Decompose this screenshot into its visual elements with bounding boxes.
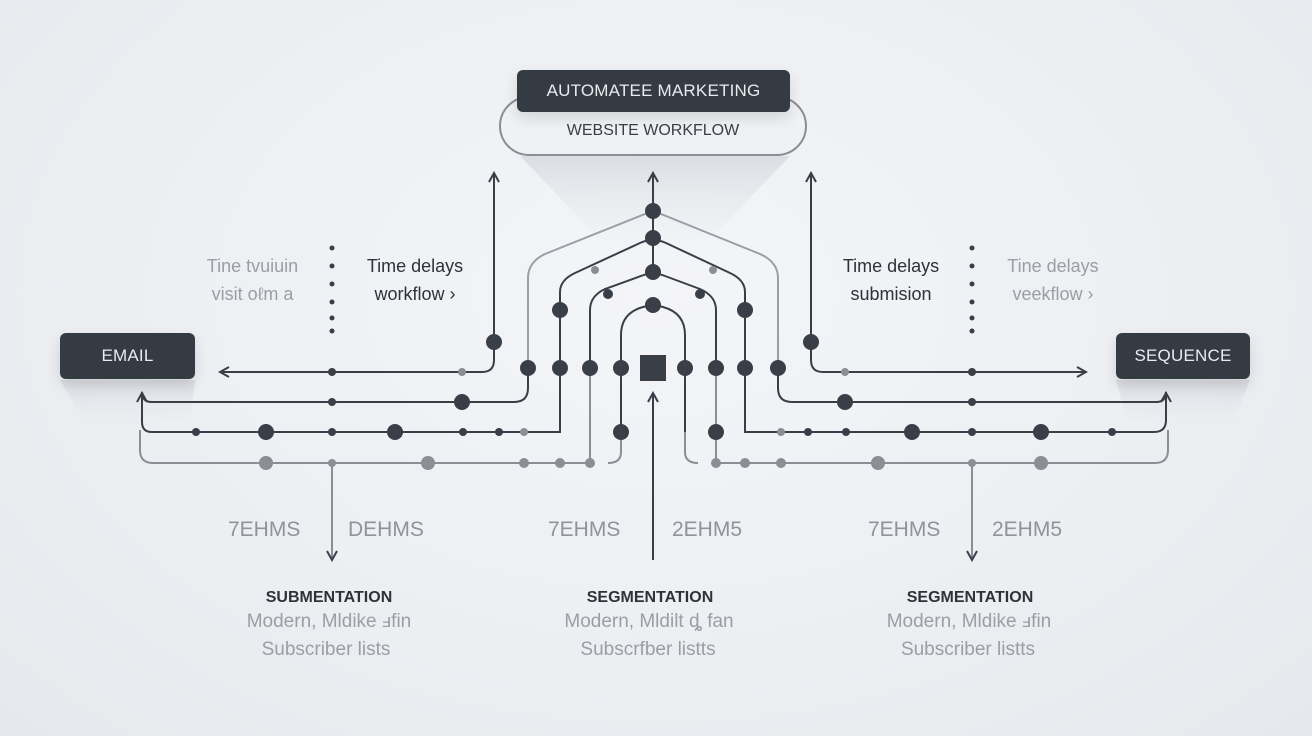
code-center-a: 7EHMS [548,518,621,541]
note-left-inner-line2: workflow › [374,284,456,304]
code-right-a: 7EHMS [868,518,941,541]
sequence-node-label: SEQUENCE [1134,346,1232,365]
note-right-inner-line2: submision [850,284,932,304]
header-title-box[interactable]: AUTOMATEE MARKETING [517,70,790,112]
flow-return-right [744,310,1166,433]
header-title: AUTOMATEE MARKETING [546,81,761,100]
light-beam-left [60,380,195,430]
note-left-outer: Tine tvuiuin visit oℓm a [190,252,315,308]
segment-right-line1: Modern, Mldike ⅎfin [886,611,1052,632]
note-right-outer-line1: Tine delays [1007,256,1099,276]
note-left-outer-line2: visit oℓm a [211,284,294,304]
segment-right-line2: Subscriber listts [900,639,1036,660]
flow-to-email [220,342,495,372]
note-right-outer-line2: veekflow › [1012,284,1094,304]
flow-return-left [142,310,561,433]
note-left-inner: Time delays workflow › [350,252,480,308]
header-subtitle: WEBSITE WORKFLOW [566,122,740,139]
note-right-outer: Tine delays veekflow › [988,252,1118,308]
sequence-node[interactable]: SEQUENCE [1116,333,1250,379]
segment-right-title: SEGMENTATION [906,589,1034,606]
note-left-inner-line1: Time delays [366,256,464,276]
code-center-b: 2EHM5 [672,518,743,541]
flow-to-sequence [810,342,1086,372]
code-left-b: DEHMS [348,518,424,541]
segment-center-line2: Subscrfber listts [580,639,716,660]
center-hub [640,355,666,381]
email-node-label: EMAIL [101,346,154,365]
dotted-separator-left [329,245,335,334]
segment-left-title: SUBMENTATION [265,589,393,606]
dotted-separator-right [969,245,975,334]
segment-center-title: SEGMENTATION [586,589,714,606]
note-right-inner: Time delays submision [826,252,956,308]
email-node[interactable]: EMAIL [60,333,195,379]
note-right-inner-line1: Time delays [842,256,940,276]
note-left-outer-line1: Tine tvuiuin [206,256,299,276]
segment-center-line1: Modern, Mldilt ȡ fan [564,611,734,632]
light-beam-right [1116,380,1250,430]
segment-left-line2: Subscriber lists [261,639,391,660]
light-beam [520,156,790,250]
flow-nodes [192,203,1116,470]
code-right-b: 2EHM5 [992,518,1063,541]
code-left-a: 7EHMS [228,518,301,541]
segment-left-line1: Modern, Mldike ⅎfin [246,611,412,632]
